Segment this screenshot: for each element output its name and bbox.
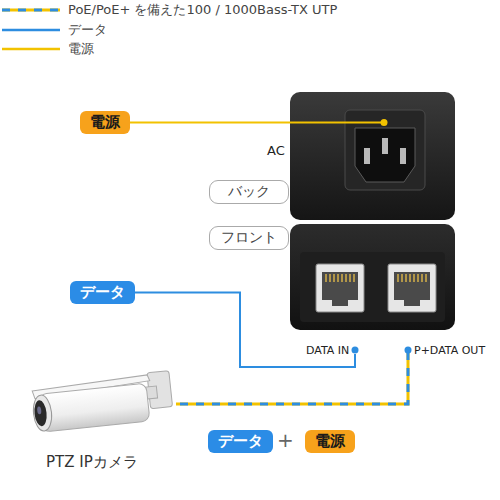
legend-sample xyxy=(2,10,60,11)
data-tag: データ xyxy=(208,430,273,453)
power-leader xyxy=(130,121,384,123)
legend-text: PoE/PoE+ を備えた100 / 1000Bass-TX UTP xyxy=(68,1,337,19)
node-text: バック xyxy=(218,183,280,201)
socket-label: AC xyxy=(267,143,285,158)
legend-text: データ xyxy=(68,21,107,39)
device-name: PTZ IPカメラ xyxy=(46,453,138,472)
ip-camera xyxy=(31,371,174,433)
port-label: DATA IN xyxy=(306,344,349,357)
legend-sample xyxy=(2,49,60,50)
node-text: 電源 xyxy=(315,432,345,451)
node-text: フロント xyxy=(218,229,280,247)
side-tag: バック xyxy=(209,180,289,204)
port-label: P+DATA OUT xyxy=(414,344,485,357)
legend-sample xyxy=(2,30,60,31)
power-tag: 電源 xyxy=(80,111,130,134)
port-dot xyxy=(405,347,412,354)
poe-cable xyxy=(176,347,412,405)
plus-sign: + xyxy=(277,428,294,452)
injector-back xyxy=(290,92,455,220)
injector-front xyxy=(290,224,455,330)
legend-text: 電源 xyxy=(68,40,94,58)
socket-dot xyxy=(381,119,388,126)
data-leader xyxy=(135,292,355,367)
data-tag: データ xyxy=(70,281,135,304)
node-text: データ xyxy=(218,432,263,451)
port-dot xyxy=(352,347,359,354)
power-tag: 電源 xyxy=(305,430,355,453)
node-text: 電源 xyxy=(90,113,120,132)
side-tag: フロント xyxy=(209,226,289,250)
node-text: データ xyxy=(80,283,125,302)
